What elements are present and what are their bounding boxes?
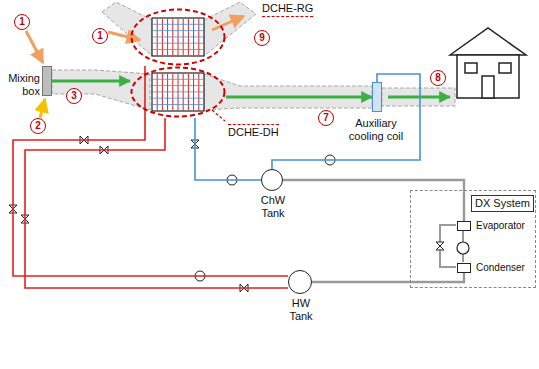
house-window	[465, 63, 477, 73]
node-label: DCHE-DH	[228, 124, 279, 139]
fin-line	[153, 43, 203, 44]
node-label: DCHE-RG	[262, 2, 313, 17]
fin-line	[153, 24, 203, 25]
node-label: Evaporator	[476, 220, 525, 232]
callout-number: 1	[14, 14, 30, 30]
return-air-arrow	[40, 99, 45, 118]
refrigerant-line	[440, 225, 456, 267]
fin-line	[153, 104, 203, 105]
house-roof	[450, 28, 526, 55]
tank-symbol: ChW Tank	[261, 169, 283, 191]
house-door	[482, 76, 494, 98]
callout-number: 9	[254, 30, 270, 46]
fin-line	[153, 85, 203, 86]
tank-symbol: HW Tank	[288, 270, 312, 294]
supply-duct	[204, 74, 372, 110]
airflow-arrow	[52, 80, 130, 83]
callout-number: 1	[92, 28, 108, 44]
node-label: Condenser	[476, 262, 525, 274]
supply-air-arrow	[388, 96, 450, 99]
heat-exchanger-rg	[152, 18, 204, 56]
cooling-coil: Auxiliary cooling coil	[372, 82, 382, 112]
inlet-duct	[52, 70, 150, 110]
pipe-line	[312, 273, 464, 282]
evaporator-symbol: Evaporator	[457, 221, 471, 231]
house-window	[499, 63, 511, 73]
heat-exchanger-outline: DCHE-DH	[130, 66, 226, 118]
callout-number: 8	[430, 70, 446, 86]
pipe-line	[13, 66, 288, 276]
dashed-ellipse	[130, 8, 226, 66]
fin-line	[153, 36, 203, 37]
fin-line	[153, 79, 203, 80]
dx-refrigerant-loop	[436, 225, 469, 267]
fin-line	[153, 30, 203, 31]
heat-exchanger-outline: DCHE-RG	[130, 8, 226, 66]
expansion-valve-symbol	[436, 242, 444, 250]
exhaust-duct	[204, 2, 256, 56]
node-label: DX System	[471, 195, 534, 212]
return-inlet-duct	[102, 2, 152, 56]
fin-line	[153, 49, 203, 50]
condenser-symbol: Condenser	[457, 263, 471, 273]
dx-system-box: EvaporatorCondenser DX System	[410, 190, 536, 288]
house	[450, 28, 526, 98]
return-air-arrow	[108, 32, 140, 40]
dashed-ellipse	[132, 68, 225, 117]
house-duct	[382, 88, 455, 106]
dashed-ellipse	[130, 66, 226, 118]
airflow-arrow	[226, 96, 372, 99]
callout-number: 7	[318, 110, 334, 126]
node-label: Mixing box	[2, 72, 40, 97]
node-label: HW Tank	[281, 297, 321, 322]
pipe-line	[283, 180, 464, 221]
mixing-box: Mixing box	[42, 66, 52, 96]
callout-number: 2	[30, 118, 46, 134]
dashed-ellipse	[132, 10, 225, 65]
leader-line	[212, 110, 225, 121]
ducts	[52, 2, 455, 110]
pipe-line	[25, 118, 288, 288]
compressor-symbol	[457, 242, 469, 254]
callout-number: 3	[66, 88, 82, 104]
fin-line	[153, 98, 203, 99]
house-body	[457, 55, 519, 98]
heat-exchanger-dh	[152, 73, 204, 111]
outdoor-air-arrow	[26, 31, 43, 63]
node-label: Auxiliary cooling coil	[339, 117, 413, 142]
fin-line	[153, 91, 203, 92]
node-label: ChW Tank	[251, 194, 295, 219]
pipe-line	[272, 74, 420, 169]
